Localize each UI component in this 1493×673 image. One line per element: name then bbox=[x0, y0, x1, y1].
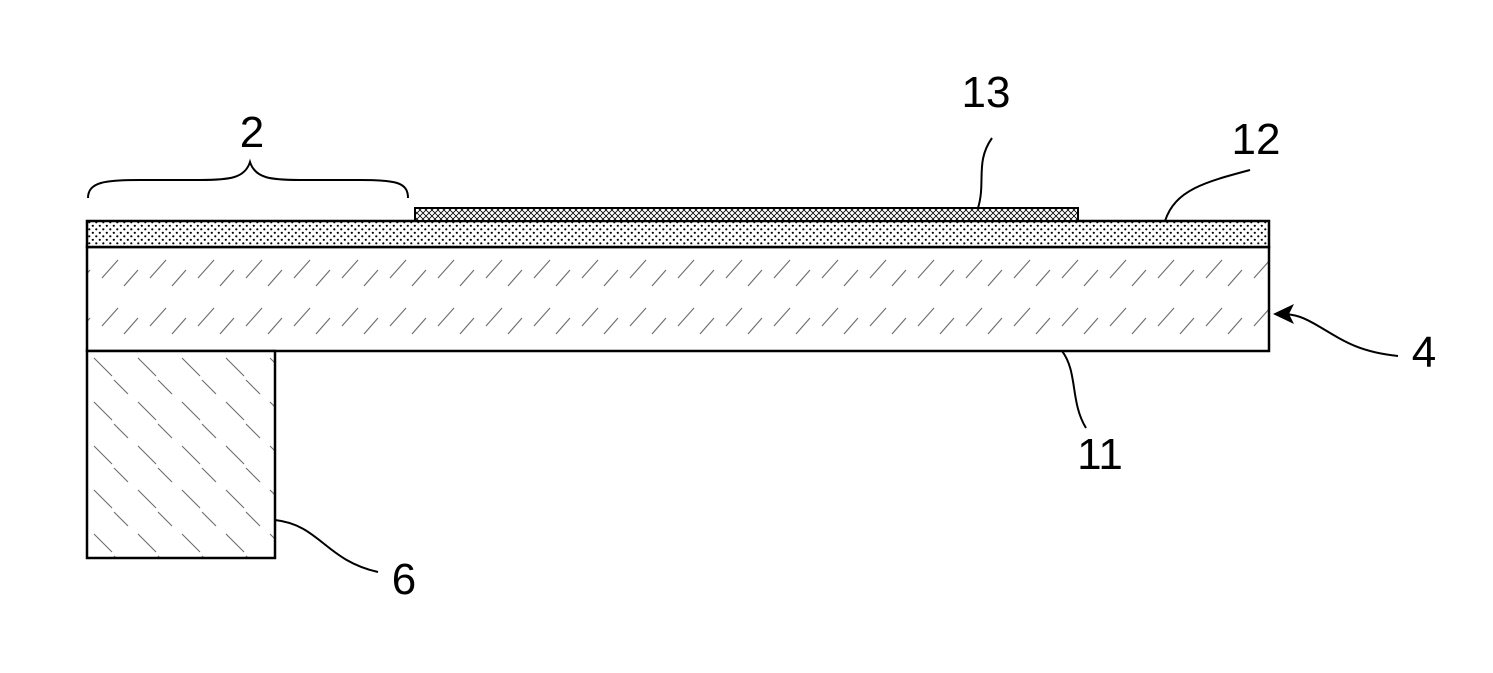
dotted-layer bbox=[87, 221, 1269, 247]
label-2: 2 bbox=[240, 108, 264, 157]
region-brace bbox=[88, 162, 408, 198]
leader-6 bbox=[275, 520, 378, 572]
substrate-body bbox=[87, 247, 1269, 351]
label-6: 6 bbox=[392, 555, 416, 604]
label-12: 12 bbox=[1232, 115, 1281, 164]
label-4: 4 bbox=[1412, 328, 1436, 377]
label-13: 13 bbox=[962, 68, 1011, 117]
support-block bbox=[87, 351, 275, 558]
leader-11 bbox=[1062, 351, 1086, 428]
crosshatch-film bbox=[415, 208, 1078, 221]
leader-13 bbox=[978, 138, 992, 208]
leader-4 bbox=[1276, 314, 1398, 356]
leader-12 bbox=[1165, 170, 1250, 221]
label-11: 11 bbox=[1077, 430, 1123, 479]
